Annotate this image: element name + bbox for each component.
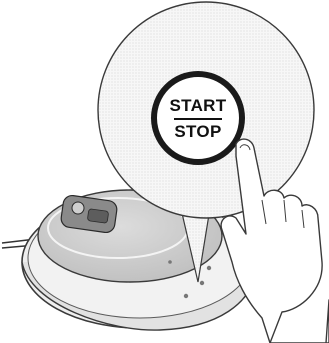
robot-camera-window: [87, 209, 108, 224]
robot-indicator-dot: [200, 281, 204, 285]
robot-indicator-dot: [168, 260, 172, 264]
robot-camera-lens: [72, 202, 84, 214]
stop-label: STOP: [160, 122, 236, 142]
label-divider: [174, 118, 222, 120]
robot-indicator-dot: [184, 294, 188, 298]
start-label: START: [160, 96, 236, 116]
robot-indicator-dot: [207, 266, 211, 270]
